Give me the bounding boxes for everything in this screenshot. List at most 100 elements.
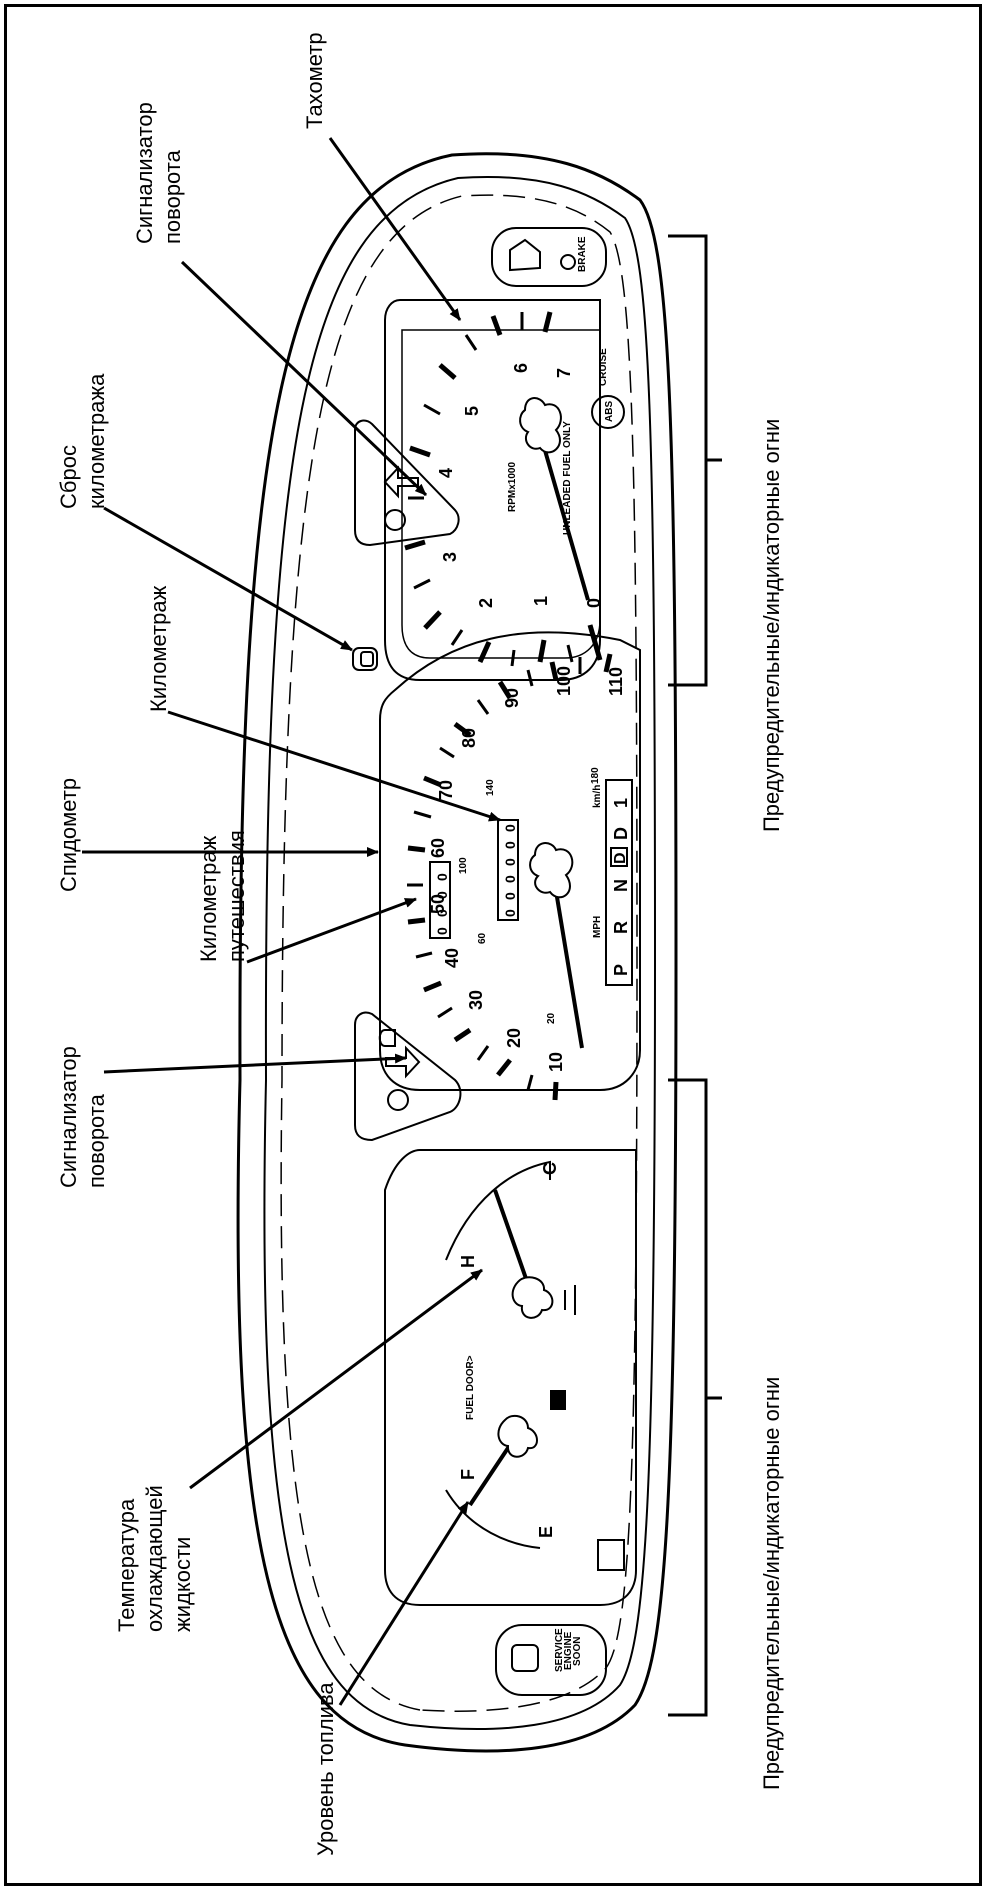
arrow-trip-odometer <box>246 897 417 964</box>
odometer-digit: 0 <box>502 875 518 883</box>
tachometer-minor-ticks <box>408 312 574 667</box>
brake-indicator: BRAKE <box>577 236 588 272</box>
cruise-indicator: CRUISE <box>598 348 609 386</box>
label-coolant-temp-2: охлаждающей <box>142 1485 167 1632</box>
trip-digit: 0 <box>434 891 450 899</box>
mph-number-10: 10 <box>546 1052 566 1072</box>
prnd-d-overdrive: D <box>612 852 629 864</box>
temp-arc <box>445 1160 551 1261</box>
fuel-letter-e: E <box>536 1526 556 1538</box>
prnd-p: P <box>611 964 631 976</box>
odometer-digit: 0 <box>502 909 518 917</box>
tach-number-3: 3 <box>440 552 460 562</box>
arrow-turn-signal-right <box>180 260 428 497</box>
engine-text: ENGINE <box>563 1631 574 1670</box>
right-turn-signal-panel <box>354 419 460 547</box>
temp-needle <box>493 1189 554 1319</box>
mph-number-90: 90 <box>502 688 522 708</box>
label-turn-signal-left-2: поворота <box>84 1093 109 1188</box>
speedometer-minor-ticks <box>407 657 582 1091</box>
label-trip-odometer-1: Километраж <box>196 835 221 962</box>
label-warning-lights-left: Предупредительные/индикаторные огни <box>759 1377 784 1790</box>
svg-text:ABS: ABS <box>604 401 615 422</box>
fuel-pump-icon <box>597 1539 625 1571</box>
mph-unit: MPH <box>592 916 603 938</box>
tach-number-2: 2 <box>476 598 496 608</box>
figure-frame <box>4 4 982 1886</box>
label-coolant-temp-1: Температура <box>114 1498 139 1632</box>
kmh-number-20: 20 <box>546 1012 557 1024</box>
label-speedometer: Спидометр <box>56 778 81 892</box>
odometer-digit: 0 <box>502 824 518 832</box>
seatbelt-icon <box>387 1089 409 1111</box>
tach-number-0: 0 <box>584 598 604 608</box>
tachometer-gauge: 0 1 2 3 4 5 6 7 RPMx1000 UNLEADED FUEL O… <box>384 299 625 681</box>
cluster-housing <box>236 152 678 1753</box>
unleaded-fuel-note: UNLEADED FUEL ONLY <box>562 421 573 535</box>
coolant-temp-icon <box>564 1285 576 1315</box>
trip-digit: 0 <box>434 927 450 935</box>
trip-reset-knob <box>352 647 378 671</box>
soon-text: SOON <box>572 1637 583 1666</box>
label-coolant-temp-3: жидкости <box>170 1537 195 1632</box>
tach-number-7: 7 <box>554 368 574 378</box>
trip-digit: 0 <box>434 873 450 881</box>
fuel-pump-icon <box>550 1390 566 1410</box>
tach-number-5: 5 <box>462 406 482 416</box>
temp-letter-h: H <box>458 1255 478 1268</box>
left-turn-arrow-icon <box>385 1045 421 1079</box>
label-turn-signal-left-1: Сигнализатор <box>56 1046 81 1188</box>
label-tachometer: Тахометр <box>302 32 327 129</box>
label-turn-signal-right-2: поворота <box>160 149 185 244</box>
brake-warning-icon <box>560 254 576 270</box>
mph-number-80: 80 <box>459 728 479 748</box>
fuel-door-note: FUEL DOOR> <box>465 1355 476 1420</box>
fuel-arc <box>445 1489 541 1549</box>
service-engine-soon-panel: SERVICE ENGINE SOON <box>495 1624 607 1696</box>
arrow-trip-reset <box>103 506 353 652</box>
label-trip-reset-2: километража <box>84 373 109 509</box>
kmh-number-180: 180 <box>590 767 601 784</box>
arrow-coolant-temp <box>189 1268 483 1490</box>
label-warning-lights-right: Предупредительные/индикаторные огни <box>759 419 784 832</box>
label-trip-reset-1: Сброс <box>56 445 81 509</box>
label-odometer: Километраж <box>146 585 171 712</box>
kmh-number-140: 140 <box>485 779 496 796</box>
trip-odometer-display: 0 0 0 0 <box>429 861 451 939</box>
mph-number-20: 20 <box>504 1028 524 1048</box>
arrow-turn-signal-left <box>103 1053 407 1074</box>
callout-arrows <box>82 137 501 1706</box>
headlight-icon <box>378 1029 396 1047</box>
mph-number-70: 70 <box>436 780 456 800</box>
hood-brake-warning-panel: BRAKE <box>491 227 607 287</box>
fuel-temp-gauge: H C F E FUEL DOOR> <box>384 1149 637 1606</box>
left-turn-signal-panel <box>354 1011 462 1142</box>
prnd-r: R <box>611 921 631 934</box>
odometer-digit: 0 <box>502 858 518 866</box>
odometer-digit: 0 <box>502 892 518 900</box>
label-turn-signal-right-1: Сигнализатор <box>132 102 157 244</box>
speedometer-gauge: 10 20 30 40 50 60 70 80 90 100 110 20 60… <box>379 631 641 1101</box>
odometer-display: 0 0 0 0 0 0 <box>497 819 519 921</box>
bracket-right-warning-lights <box>668 234 722 687</box>
tach-caption: RPMx1000 <box>507 462 518 512</box>
odometer-digit: 0 <box>502 841 518 849</box>
seatbelt-icon <box>384 509 406 531</box>
mph-number-60: 60 <box>428 838 448 858</box>
label-fuel-level: Уровень топлива <box>313 1682 338 1856</box>
label-trip-odometer-2: путешествия <box>224 830 249 962</box>
fuel-letter-f: F <box>458 1469 478 1480</box>
prnd-n: N <box>611 879 631 892</box>
speedometer-ticks <box>407 653 613 1101</box>
bracket-left-warning-lights <box>668 1078 722 1717</box>
kmh-unit: km/h <box>592 785 603 808</box>
kmh-number-100: 100 <box>458 857 469 874</box>
trip-digit: 0 <box>434 909 450 917</box>
mph-number-110: 110 <box>606 667 626 696</box>
service-text: SERVICE <box>554 1628 565 1672</box>
hood-open-icon <box>509 238 541 272</box>
tach-number-1: 1 <box>531 596 551 606</box>
arrow-odometer <box>167 710 501 822</box>
tachometer-ticks <box>404 311 603 664</box>
abs-icon: ABS <box>591 395 625 429</box>
